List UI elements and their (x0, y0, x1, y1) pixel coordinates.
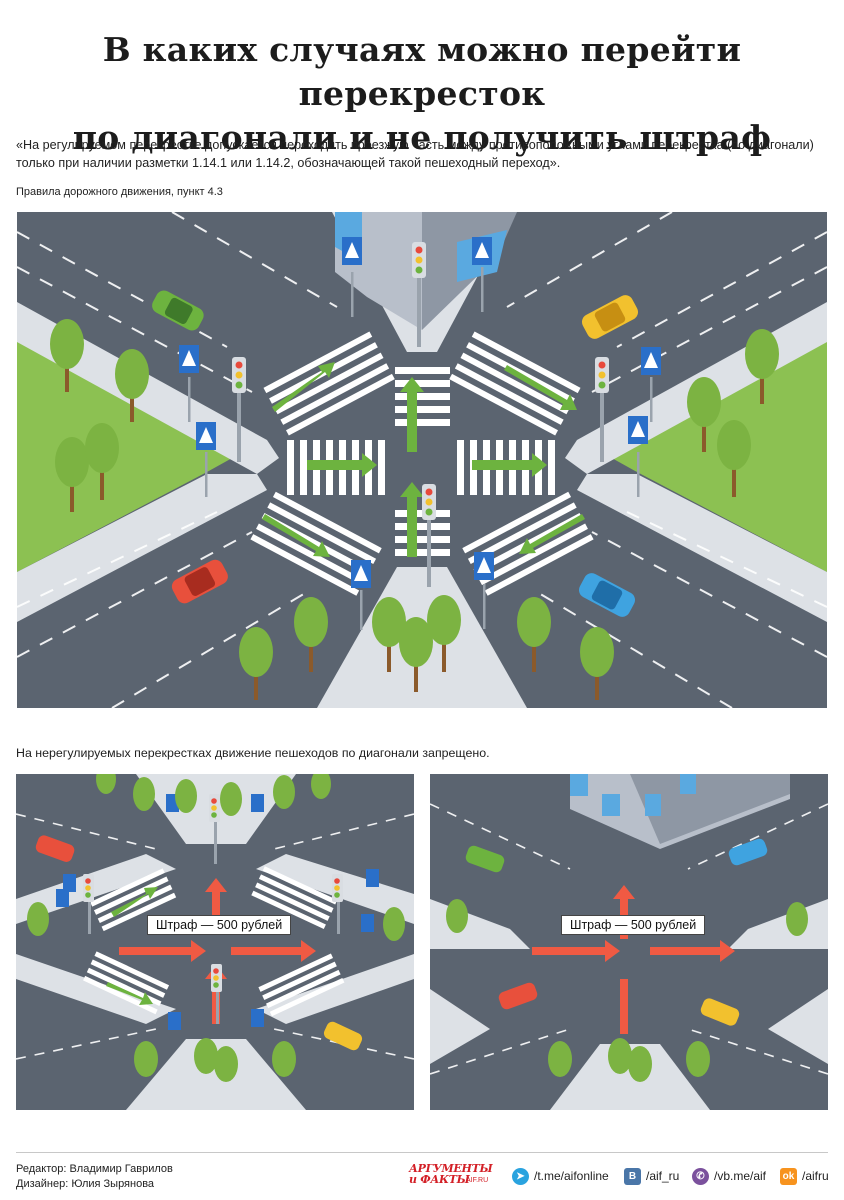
title-line-2: по диагонали и не получить штраф (72, 118, 772, 157)
social-telegram-text: /t.me/aifonline (534, 1169, 609, 1183)
credits: Редактор: Владимир Гаврилов Дизайнер: Юл… (16, 1162, 173, 1192)
unregulated-note: На нерегулируемых перекрестках движение … (16, 746, 490, 760)
unregulated-intersection-left: Штраф — 500 рублей (16, 774, 414, 1110)
regulated-intersection-illustration (17, 212, 827, 708)
footer-divider (16, 1152, 828, 1153)
social-vk-text: /aif_ru (646, 1169, 680, 1183)
green-crossing-arrows (262, 362, 585, 557)
logo-line-2: и ФАКТЫ (409, 1173, 470, 1186)
page-title: В каких случаях можно перейти перекресто… (0, 28, 844, 160)
social-viber[interactable]: ✆ /vb.me/aif (692, 1167, 766, 1185)
social-viber-text: /vb.me/aif (714, 1169, 767, 1183)
telegram-icon: ➤ (512, 1167, 529, 1185)
social-vk[interactable]: В /aif_ru (624, 1167, 679, 1185)
unregulated-intersection-right: Штраф — 500 рублей (430, 774, 828, 1110)
rule-source: Правила дорожного движения, пункт 4.3 (16, 186, 223, 198)
vk-icon: В (624, 1167, 641, 1185)
fine-label-left: Штраф — 500 рублей (147, 915, 292, 935)
designer-credit: Дизайнер: Юлия Зырянова (16, 1178, 155, 1190)
title-line-1: В каких случаях можно перейти перекресто… (102, 30, 742, 113)
aif-logo[interactable]: АРГУМЕНТЫ и ФАКТЫ AIF.RU (409, 1163, 505, 1189)
viber-icon: ✆ (692, 1167, 709, 1185)
fine-label-right: Штраф — 500 рублей (561, 915, 706, 935)
logo-site: AIF.RU (466, 1177, 489, 1184)
editor-credit: Редактор: Владимир Гаврилов (16, 1163, 173, 1175)
social-ok-text: /aifru (802, 1169, 829, 1183)
social-telegram[interactable]: ➤ /t.me/aifonline (512, 1167, 609, 1185)
ok-icon: ok (780, 1167, 797, 1185)
logo-line-1: АРГУМЕНТЫ (409, 1162, 493, 1175)
rule-quote: «На регулируемом перекрестке допускается… (16, 138, 814, 170)
social-ok[interactable]: ok /aifru (780, 1167, 829, 1185)
